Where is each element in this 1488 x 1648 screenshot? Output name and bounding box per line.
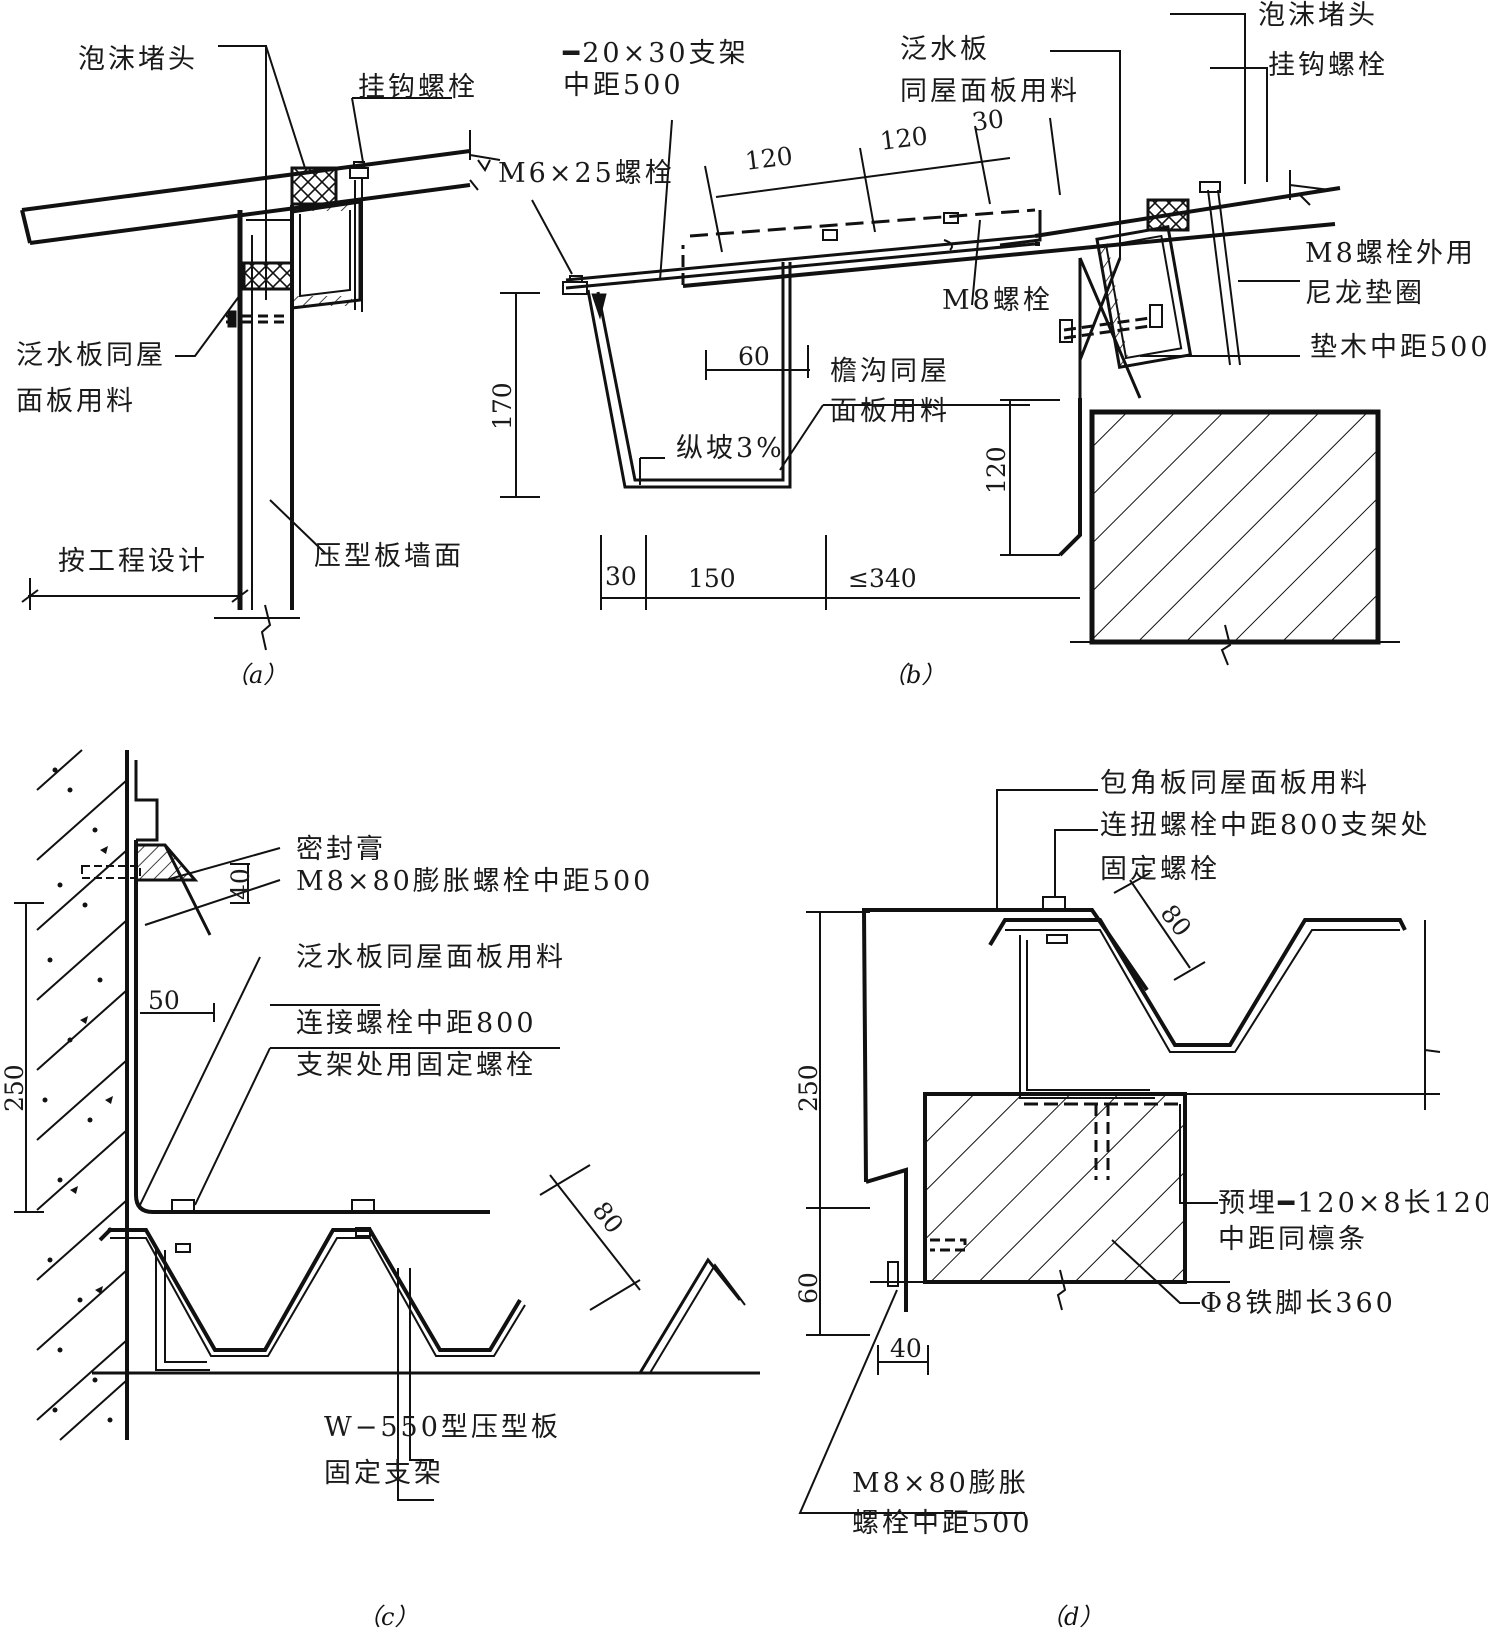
- label-d-bolt-line1: 连扭螺栓中距800支架处: [1100, 810, 1431, 841]
- bracket-bar: [565, 234, 1036, 290]
- w550-panel: [98, 1228, 522, 1352]
- dim-c-40: 40: [226, 868, 255, 900]
- label-a-foam-plug: 泡沫堵头: [78, 44, 198, 75]
- dim-b-340: ≤340: [848, 564, 917, 593]
- dim-b-120a: 120: [743, 141, 795, 176]
- dim-d-60: 60: [794, 1272, 823, 1304]
- panel-a-drawing: [20, 45, 501, 651]
- dim-b-120b: 120: [878, 121, 930, 156]
- caption-c: （c）: [357, 1603, 419, 1631]
- label-d-corner-flashing: 包角板同屋面板用料: [1100, 768, 1370, 799]
- label-a-hook-bolt: 挂钩螺栓: [358, 72, 478, 103]
- label-a-per-design: 按工程设计: [58, 546, 208, 577]
- leader-hook: [351, 97, 452, 163]
- hook-bolt: [354, 178, 363, 312]
- label-b-hook-bolt: 挂钩螺栓: [1268, 50, 1388, 81]
- dim-b-170: 170: [488, 382, 517, 430]
- flashing-profile: [134, 760, 159, 842]
- dim-d-250: 250: [794, 1064, 823, 1112]
- foam-plug-lower: [242, 261, 294, 291]
- label-d-bolt-line2: 固定螺栓: [1100, 854, 1220, 885]
- label-b-m8-nylon-line2: 尼龙垫圈: [1305, 278, 1425, 309]
- label-b-gutter-line1: 檐沟同屋: [830, 356, 950, 387]
- break-mark: [469, 130, 501, 191]
- leader-foam: [218, 45, 306, 300]
- foam-plug-upper: [290, 166, 338, 206]
- caption-b: （b）: [882, 661, 946, 689]
- label-c-connection-line1: 连接螺栓中距800: [296, 1008, 537, 1039]
- label-c-fixed-bracket: 固定支架: [324, 1458, 444, 1489]
- leader-wall: [269, 499, 326, 554]
- label-c-sealant: 密封膏: [296, 834, 386, 865]
- label-a-wall-panel: 压型板墙面: [314, 541, 464, 572]
- masonry-block: [1089, 409, 1381, 645]
- label-d-anchor-line1: M8×80膨胀: [852, 1468, 1029, 1499]
- caption-d: （d）: [1040, 1603, 1104, 1631]
- label-b-m8-bolt: M8螺栓: [942, 285, 1053, 316]
- dim-b-30top: 30: [970, 104, 1006, 137]
- sealant-block: [134, 843, 199, 882]
- dim-per-design: [21, 578, 249, 610]
- label-b-gutter-line2: 面板用料: [830, 396, 950, 427]
- caption-a: （a）: [225, 661, 288, 689]
- label-b-foam-plug: 泡沫堵头: [1258, 0, 1378, 31]
- dim-c-250: 250: [0, 1064, 29, 1112]
- label-c-connection-line2: 支架处用固定螺栓: [296, 1050, 536, 1081]
- label-b-m6-bolt: M6×25螺栓: [498, 158, 675, 189]
- label-d-embed-line1: 预埋━120×8长120: [1218, 1188, 1488, 1219]
- label-d-embed-line2: 中距同檩条: [1218, 1224, 1368, 1255]
- panel-b-drawing: [500, 13, 1400, 666]
- label-b-wood-pad: 垫木中距500: [1310, 332, 1488, 363]
- panel-c-drawing: [14, 749, 760, 1501]
- roof-panel: [988, 918, 1407, 1047]
- label-c-w550: W−550型压型板: [324, 1412, 561, 1443]
- label-b-m8-nylon-line1: M8螺栓外用: [1305, 238, 1476, 269]
- label-b-bracket-line2: 中距500: [563, 70, 684, 101]
- dim-b-60: 60: [738, 342, 770, 371]
- label-c-flashing: 泛水板同屋面板用料: [296, 942, 566, 973]
- label-b-flashing-line1: 泛水板: [900, 34, 990, 65]
- corner-flashing: [861, 908, 1015, 1312]
- leader-flashing: [175, 294, 241, 357]
- wood-pad: [1095, 225, 1193, 370]
- label-c-anchor: M8×80膨胀螺栓中距500: [296, 866, 654, 897]
- label-a-flashing-line1: 泛水板同屋: [16, 340, 166, 371]
- foam-plug: [1146, 198, 1190, 232]
- panel-d-drawing: [798, 789, 1441, 1514]
- dim-b-120-vertical: 120: [982, 446, 1011, 494]
- dim-c-50: 50: [148, 986, 180, 1015]
- dim-d-40: 40: [890, 1334, 922, 1363]
- fixed-bracket: [155, 1245, 210, 1371]
- label-b-bracket-line1: ━20×30支架: [563, 38, 749, 69]
- label-b-flashing-line2: 同屋面板用料: [900, 76, 1080, 107]
- label-a-flashing-line2: 面板用料: [16, 386, 136, 417]
- dim-b-30: 30: [605, 562, 637, 591]
- label-d-anchor-line2: 螺栓中距500: [852, 1508, 1033, 1539]
- roof-panel: [20, 149, 471, 245]
- label-b-slope: 纵坡3%: [676, 433, 785, 464]
- label-d-iron-foot: Φ8铁脚长360: [1200, 1288, 1396, 1319]
- dim-b-150: 150: [688, 564, 736, 593]
- masonry-block: [923, 1092, 1187, 1284]
